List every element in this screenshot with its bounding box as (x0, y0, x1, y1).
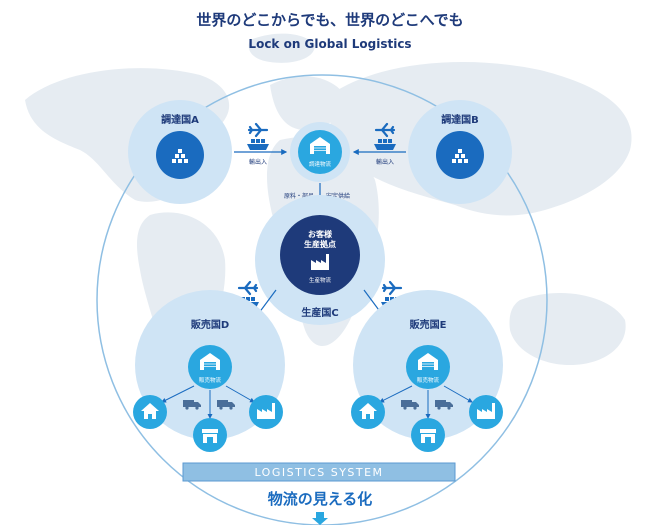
node-country-a: 調達国A (128, 100, 232, 204)
flow-label-a: 輸出入 (249, 158, 267, 166)
flow-label-stable-supply: 安定供給 (326, 192, 350, 200)
logistics-system-bar: LOGISTICS SYSTEM (182, 462, 456, 482)
ship-icon (247, 139, 269, 150)
production-title-line1: お客様 (308, 229, 333, 239)
page-title: 世界のどこからでも、世界のどこへでも (196, 11, 463, 29)
global-boundary-circle (96, 74, 548, 525)
flow-label-b: 輸出入 (376, 158, 394, 166)
sales-e-logistics-label: 販売物流 (417, 376, 440, 384)
shop-icon (202, 429, 218, 443)
production-country-label: 生産国C (301, 306, 338, 319)
production-logistics-label: 生産物流 (309, 276, 332, 284)
node-sales-country-e: 販売国E 販売物流 (351, 290, 503, 452)
node-country-b: 調達国B (408, 100, 512, 204)
visualization-tagline: 物流の見える化 (268, 490, 373, 508)
node-production-country-c: お客様 生産拠点 生産物流 生産国C (255, 195, 385, 325)
node-procurement-hub: 調達物流 (290, 122, 350, 182)
shop-icon (420, 429, 436, 443)
sales-e-label: 販売国E (410, 318, 447, 331)
airplane-icon (247, 122, 269, 138)
down-arrow-icon (312, 512, 328, 525)
country-b-label: 調達国B (441, 113, 479, 126)
logistics-system-label: LOGISTICS SYSTEM (254, 466, 383, 479)
country-a-label: 調達国A (161, 113, 199, 126)
flow-label-materials: 原料・部品 (284, 192, 314, 200)
sales-d-label: 販売国D (191, 318, 229, 331)
procurement-hub-label: 調達物流 (309, 160, 332, 168)
airplane-icon (237, 280, 259, 296)
airplane-icon (381, 280, 403, 296)
sales-d-logistics-label: 販売物流 (199, 376, 222, 384)
production-title-line2: 生産拠点 (304, 239, 336, 249)
page-subtitle: Lock on Global Logistics (248, 37, 411, 51)
node-sales-country-d: 販売国D 販売物流 (133, 290, 285, 452)
